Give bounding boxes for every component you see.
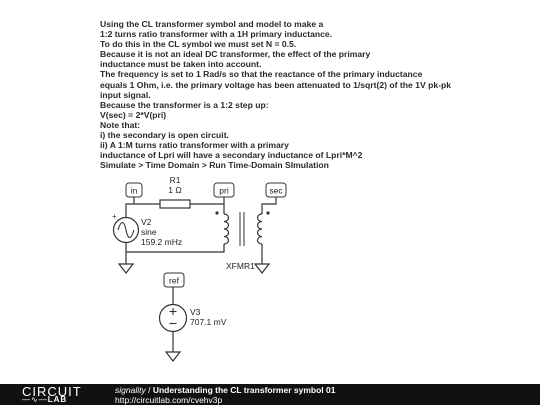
ground-symbol — [253, 263, 271, 274]
description-line: input signal. — [100, 89, 151, 100]
schematic: in pri sec ref R1 1 Ω + V2 sine 159.2 mH… — [112, 175, 287, 362]
description-line: Because it is not an ideal DC transforme… — [100, 49, 371, 60]
node-tag-pri: pri — [213, 182, 235, 198]
v3-name-label: V3 — [190, 307, 201, 317]
author-link[interactable]: signality — [115, 385, 146, 395]
logo-bottom-word: LAB — [47, 395, 68, 404]
description-line: inductance of Lpri will have a secondary… — [100, 150, 363, 161]
description-line: Using the CL transformer symbol and mode… — [100, 19, 324, 29]
dc-source-v3 — [158, 303, 188, 333]
resistor-r1 — [159, 199, 191, 209]
primary-dot-marker — [215, 211, 219, 215]
svg-text:ref: ref — [169, 276, 180, 286]
node-tag-ref: ref — [163, 272, 185, 288]
node-tag-in: in — [125, 182, 143, 198]
svg-text:pri: pri — [219, 186, 229, 196]
logo-bottom-text: —∿—LAB — [22, 395, 68, 404]
footer-bar: CIRCUIT —∿—LAB signality / Understanding… — [0, 384, 540, 405]
v2-type-label: sine — [141, 227, 157, 237]
description-line: V(sec) = 2*V(pri) — [100, 109, 167, 120]
xfmr1-label: XFMR1 — [226, 261, 255, 271]
v2-frequency-label: 159.2 mHz — [141, 237, 182, 247]
svg-text:sec: sec — [269, 186, 283, 196]
description-line: ii) A 1:M turns ratio transformer with a… — [100, 140, 289, 151]
circuit-url-link[interactable]: http://circuitlab.com/cvehv3p — [115, 395, 223, 405]
ground-symbol — [117, 263, 135, 274]
circuit-description: Using the CL transformer symbol and mode… — [100, 19, 530, 170]
node-tag-sec: sec — [265, 182, 287, 198]
v2-name-label: V2 — [141, 217, 152, 227]
circuit-title[interactable]: Understanding the CL transformer symbol … — [152, 385, 336, 395]
r1-name-label: R1 — [170, 175, 181, 185]
secondary-dot-marker — [266, 211, 270, 215]
svg-text:in: in — [131, 186, 138, 196]
description-line: The frequency is set to 1 Rad/s so that … — [100, 69, 423, 80]
description-line: Simulate > Time Domain > Run Time-Domain… — [100, 160, 329, 171]
title-separator: / — [145, 385, 153, 395]
description-line: Note that: — [100, 119, 141, 130]
description-line: 1:2 turns ratio transformer with a 1H pr… — [100, 29, 333, 40]
plus-mark: + — [112, 212, 117, 221]
logo-top-text: CIRCUIT — [22, 384, 82, 399]
description-line: To do this in the CL symbol we must set … — [100, 39, 297, 50]
description-line: inductance must be taken into account. — [100, 59, 262, 70]
circuit-title-line: signality / Understanding the CL transfo… — [115, 385, 335, 395]
sine-source-v2: + — [112, 212, 140, 244]
wires — [125, 197, 277, 352]
description-line: i) the secondary is open circuit. — [100, 130, 229, 141]
r1-value-label: 1 Ω — [168, 185, 181, 195]
description-line: Because the transformer is a 1:2 step up… — [100, 99, 269, 110]
description-line: equals 1 Ohm, i.e. the primary voltage h… — [100, 79, 451, 90]
transformer-xfmr1 — [223, 212, 263, 246]
ground-symbol — [164, 351, 182, 362]
v3-value-label: 707.1 mV — [190, 317, 227, 327]
